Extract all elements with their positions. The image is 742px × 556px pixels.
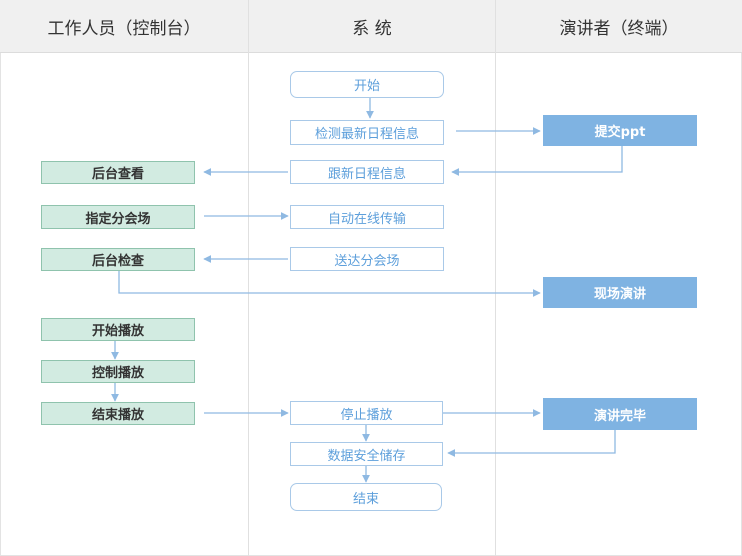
node-track-schedule: 跟新日程信息	[290, 160, 444, 184]
node-live-speech: 现场演讲	[543, 277, 697, 308]
lane-divider	[495, 0, 496, 556]
lane-header-staff: 工作人员（控制台）	[0, 0, 248, 53]
node-assign-venue: 指定分会场	[41, 205, 195, 229]
node-submit-ppt: 提交ppt	[543, 115, 697, 146]
lane-divider	[248, 0, 249, 556]
node-start: 开始	[290, 71, 444, 98]
arrow-check-to-speech	[118, 271, 541, 297]
node-deliver-venue: 送达分会场	[290, 247, 444, 271]
node-control-play: 控制播放	[41, 360, 195, 383]
node-end-play: 结束播放	[41, 402, 195, 425]
lane-header-system: 系 统	[249, 0, 495, 53]
node-speech-done: 演讲完毕	[543, 398, 697, 430]
node-start-play: 开始播放	[41, 318, 195, 341]
node-end: 结束	[290, 483, 442, 511]
node-backend-check: 后台检查	[41, 248, 195, 271]
arrow-done-to-storage	[447, 430, 616, 457]
arrow-submit-to-track	[451, 146, 623, 176]
node-backend-view: 后台查看	[41, 161, 195, 184]
node-auto-transfer: 自动在线传输	[290, 205, 444, 229]
node-stop-play: 停止播放	[290, 401, 443, 425]
node-check-schedule: 检测最新日程信息	[290, 120, 444, 145]
node-secure-storage: 数据安全储存	[290, 442, 443, 466]
lane-header-speaker: 演讲者（终端）	[496, 0, 742, 53]
